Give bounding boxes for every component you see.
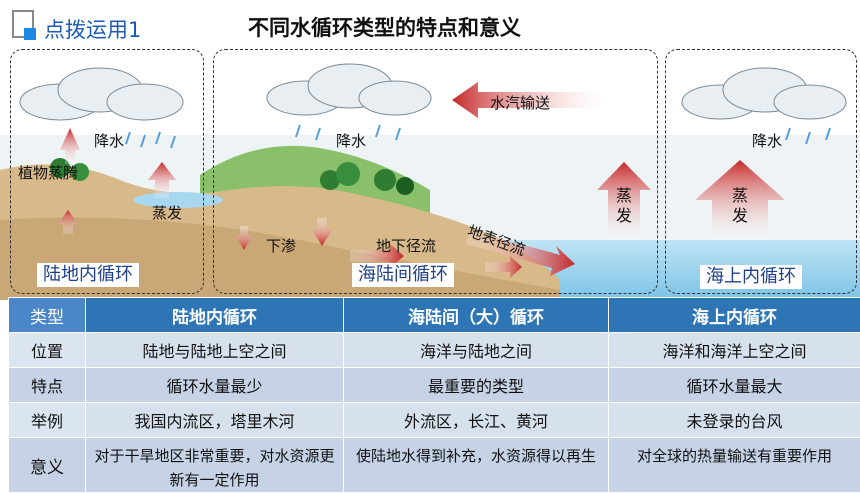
row-label: 举例 — [9, 403, 86, 438]
label-evap-mid: 蒸 发 — [616, 186, 632, 226]
row-label: 意义 — [9, 438, 86, 493]
label-vapor-transport: 水汽输送 — [490, 92, 550, 113]
table-cell: 最重要的类型 — [344, 368, 609, 403]
header-type: 类型 — [9, 298, 86, 333]
table-cell: 对全球的热量输送有重要作用 — [609, 438, 860, 493]
table-cell: 我国内流区，塔里木河 — [86, 403, 344, 438]
page-title: 不同水循环类型的特点和意义 — [248, 12, 521, 42]
header-land-cycle: 陆地内循环 — [86, 298, 344, 333]
sea-land-cycle-label: 海陆间循环 — [352, 263, 454, 287]
table-cell: 海洋与陆地之间 — [344, 333, 609, 368]
land-cycle-label: 陆地内循环 — [37, 263, 139, 287]
table-cell: 循环水量最少 — [86, 368, 344, 403]
label-evap-left: 蒸发 — [152, 202, 182, 223]
table-cell: 使陆地水得到补充，水资源得以再生 — [344, 438, 609, 493]
label-infiltration: 下渗 — [266, 235, 296, 256]
label-evap-right: 蒸 发 — [732, 186, 748, 226]
label-precip-left: 降水 — [94, 130, 124, 151]
header-ocean-cycle: 海上内循环 — [609, 298, 860, 333]
table-row: 举例 我国内流区，塔里木河 外流区，长江、黄河 未登录的台风 — [9, 403, 860, 438]
label-groundwater: 地下径流 — [376, 235, 436, 256]
table-header-row: 类型 陆地内循环 海陆间（大）循环 海上内循环 — [9, 298, 860, 333]
label-transpiration: 植物蒸腾 — [18, 162, 78, 183]
table-cell: 外流区，长江、黄河 — [344, 403, 609, 438]
header-sea-land-cycle: 海陆间（大）循环 — [344, 298, 609, 333]
table-row: 意义 对于干旱地区非常重要，对水资源更新有一定作用 使陆地水得到补充，水资源得以… — [9, 438, 860, 493]
slide-header-badge — [12, 10, 36, 40]
table-cell: 对于干旱地区非常重要，对水资源更新有一定作用 — [86, 438, 344, 493]
table-cell: 陆地与陆地上空之间 — [86, 333, 344, 368]
table-row: 位置 陆地与陆地上空之间 海洋与陆地之间 海洋和海洋上空之间 — [9, 333, 860, 368]
row-label: 特点 — [9, 368, 86, 403]
table-cell: 未登录的台风 — [609, 403, 860, 438]
label-precip-mid: 降水 — [336, 130, 366, 151]
table-row: 特点 循环水量最少 最重要的类型 循环水量最大 — [9, 368, 860, 403]
ocean-cycle-label: 海上内循环 — [700, 265, 802, 289]
label-precip-right: 降水 — [752, 130, 782, 151]
table-cell: 循环水量最大 — [609, 368, 860, 403]
row-label: 位置 — [9, 333, 86, 368]
comparison-table: 类型 陆地内循环 海陆间（大）循环 海上内循环 位置 陆地与陆地上空之间 海洋与… — [8, 297, 860, 493]
sea-land-cycle-box — [213, 49, 658, 294]
ocean-cycle-box — [665, 49, 857, 294]
table-cell: 海洋和海洋上空之间 — [609, 333, 860, 368]
